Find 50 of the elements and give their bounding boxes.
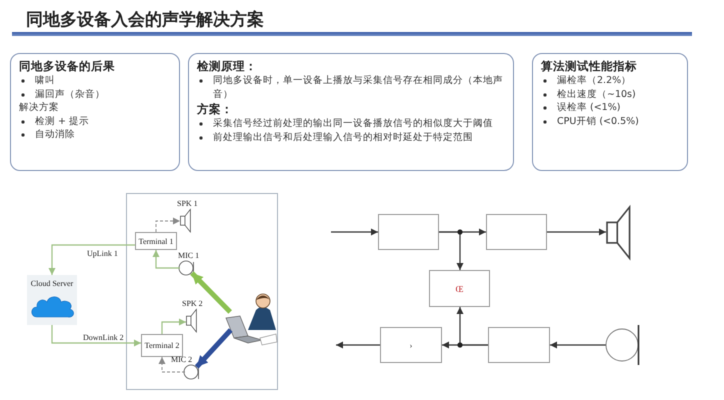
bullet-text: 检出速度（~10s) — [557, 88, 636, 100]
process-box — [488, 327, 550, 363]
bullet-text: 漏检率（2.2%） — [557, 75, 632, 86]
bullet-text: 啸叫 — [35, 75, 55, 86]
process-box — [486, 214, 547, 250]
edge-label: UpLink 1 — [86, 249, 119, 258]
bullet-text: 检测 + 提示 — [35, 116, 89, 126]
node-label: Cloud Server — [30, 279, 74, 288]
arrow — [51, 325, 141, 346]
arrow — [158, 356, 186, 372]
arrow — [48, 244, 135, 275]
bullet-text: 误检率 (<1%) — [557, 102, 620, 113]
card-heading: 检测原理： — [197, 58, 258, 74]
info-card — [10, 53, 180, 171]
page-title: 同地多设备入会的声学解决方案 — [26, 9, 264, 31]
card-heading: 同地多设备的后果 — [19, 58, 116, 74]
room-frame — [126, 193, 278, 390]
arrow — [336, 342, 380, 348]
card-heading: 方案： — [197, 101, 234, 117]
device-label: MIC 2 — [171, 355, 192, 364]
device-label: SPK 2 — [182, 299, 203, 308]
bullet-text: 漏回声（杂音） — [35, 88, 105, 100]
card-heading: 算法测试性能指标 — [541, 58, 638, 74]
info-card — [188, 53, 514, 171]
arrow — [161, 318, 186, 334]
process-box: Œ — [429, 270, 490, 307]
edge-label: DownLink 2 — [82, 333, 125, 342]
device-label: SPK 1 — [177, 199, 198, 208]
arrow — [456, 307, 488, 346]
arrow — [550, 342, 606, 348]
bullet-text: 前处理输出信号和后处理输入信号的相对时延处于特定范围 — [213, 132, 473, 142]
bullet-text: 采集信号经过前处理的输出同一设备播放信号的相似度大于阈值 — [213, 118, 493, 129]
card-text: 解决方案 — [19, 101, 60, 114]
arrow — [331, 228, 378, 236]
terminal-box: Terminal 1 — [135, 232, 177, 250]
process-box: › — [380, 327, 442, 363]
terminal-box: Terminal 2 — [141, 334, 183, 357]
sound-path-arrow — [194, 328, 233, 369]
arrow — [156, 218, 180, 232]
arrow — [439, 231, 464, 270]
arrow — [547, 228, 606, 236]
bullet-text: CPU开销 (<0.5%) — [557, 116, 639, 126]
process-box — [378, 214, 439, 250]
bullet-text: 自动消除 — [35, 129, 75, 140]
info-card — [532, 53, 688, 171]
bullet-text: 同地多设备时，单一设备上播放与采集信号存在相同成分（本地声音） — [213, 75, 503, 100]
cloud-server-tile — [27, 275, 77, 325]
sound-path-arrow — [190, 271, 232, 314]
arrow — [152, 250, 180, 269]
device-label: MIC 1 — [178, 251, 200, 260]
